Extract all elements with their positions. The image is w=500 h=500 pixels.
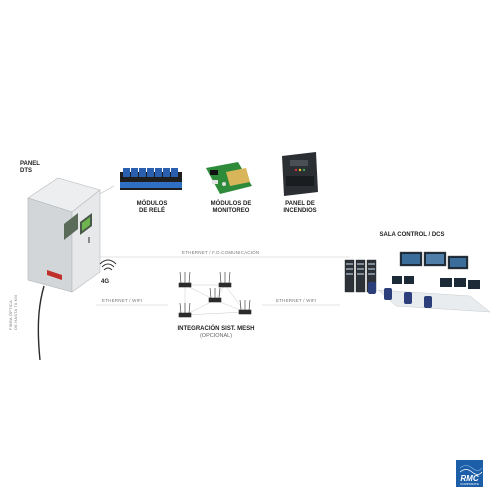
relay-modules-label: MÓDULOS DE RELÉ: [136, 201, 168, 214]
connection-lines: [96, 256, 350, 306]
mesh-network: [178, 271, 252, 318]
mesh-title: INTEGRACIÓN SIST. MESH: [177, 326, 255, 332]
cable: [37, 285, 45, 361]
router-node-3: [208, 287, 222, 303]
wireless-4g-icon: [99, 259, 117, 271]
control-room-image: [344, 251, 491, 313]
left-ethernet-wifi-label: ETHERNET / WIFI: [102, 298, 143, 303]
badge-4g: 4G: [100, 279, 109, 285]
rmc-logo-text: RMC: [460, 474, 479, 483]
router-node-4: [178, 302, 192, 318]
monitoring-modules-label: MÓDULOS DE MONITOREO: [210, 201, 252, 214]
rmc-logo-tagline: CORPORATE: [460, 482, 479, 486]
router-node-5: [238, 299, 252, 315]
relay-module-image: [120, 168, 182, 190]
fire-panel-image: [282, 152, 318, 196]
monitoring-module-image: [206, 162, 252, 194]
fire-panel-label: PANEL DE INCENDIOS: [283, 201, 317, 214]
fiber-optic-label: FIBRA ÓPTICA DE HASTA 70 KM: [8, 295, 18, 330]
dts-panel-cabinet: [27, 177, 101, 293]
rmc-logo: [456, 460, 483, 487]
mesh-subtitle: (OPCIONAL): [199, 333, 233, 339]
ethernet-fo-label: ETHERNET / F.O.COMUNICACIÓN: [182, 250, 260, 255]
panel-dts-label: PANEL DTS: [20, 161, 40, 174]
router-node-2: [218, 271, 232, 288]
control-room-label: SALA CONTROL / DCS: [379, 232, 445, 238]
right-ethernet-wifi-label: ETHERNET / WIFI: [276, 298, 317, 303]
router-node-1: [178, 271, 192, 288]
